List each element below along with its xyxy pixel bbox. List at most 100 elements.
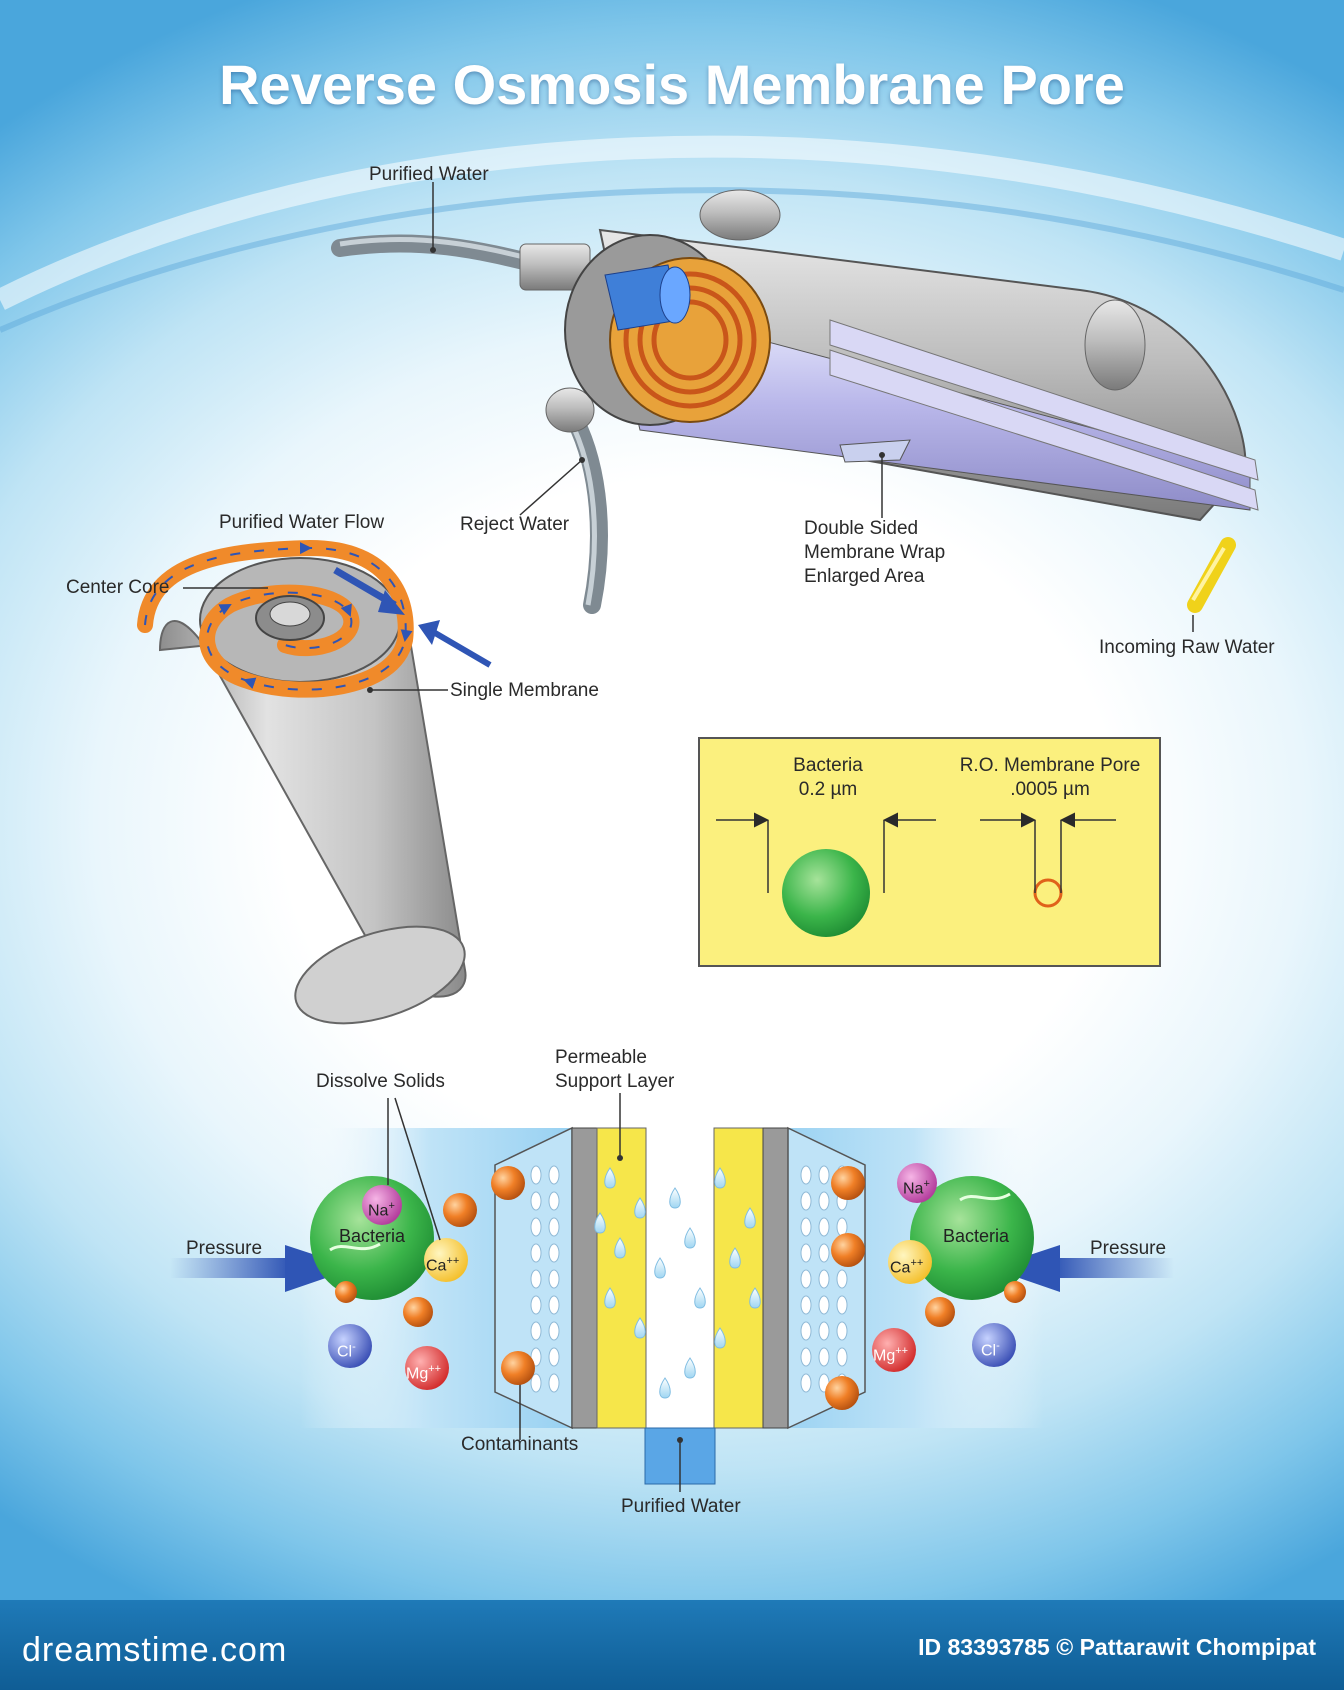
diagram-artwork	[0, 135, 1344, 1492]
pore	[818, 1217, 830, 1237]
water-droplet	[694, 1287, 706, 1309]
water-droplets	[594, 1167, 761, 1399]
membrane-layer	[829, 319, 1259, 481]
membrane-layer	[829, 349, 1259, 511]
leader-line	[519, 459, 583, 516]
cl-ion-left	[328, 1324, 372, 1368]
label-bacteria-size-title: Bacteria	[793, 755, 863, 776]
pore	[548, 1269, 560, 1289]
contaminants	[335, 1166, 1026, 1410]
pore	[530, 1321, 542, 1341]
pore	[818, 1269, 830, 1289]
pore	[530, 1243, 542, 1263]
label-incoming-raw-water: Incoming Raw Water	[1099, 637, 1275, 658]
pore	[548, 1295, 560, 1315]
pore	[818, 1321, 830, 1341]
purified-flow-arrows	[144, 542, 413, 691]
leader-dot	[367, 687, 373, 693]
raw-water-highlight	[1191, 546, 1226, 602]
pore	[800, 1269, 812, 1289]
inflow-arrow-head	[378, 590, 405, 615]
pore	[800, 1295, 812, 1315]
ca-ion-left	[424, 1238, 468, 1282]
pore	[530, 1191, 542, 1211]
enlarged-area-marker	[839, 439, 911, 463]
pore	[818, 1243, 830, 1263]
membrane-barrier-right	[762, 1127, 789, 1429]
spiral-membrane-rings	[623, 271, 757, 409]
label-permeable-line2: Support Layer	[555, 1071, 675, 1092]
label-pore-size-title: R.O. Membrane Pore	[959, 755, 1141, 776]
water-droplet	[594, 1212, 606, 1234]
label-na-right: Na+	[903, 1178, 930, 1198]
pore	[800, 1191, 812, 1211]
pore	[836, 1269, 848, 1289]
cl-ion-right	[972, 1323, 1016, 1367]
water-droplet	[744, 1207, 756, 1229]
pore	[800, 1373, 812, 1393]
label-cl-left: Cl-	[337, 1341, 356, 1361]
size-comparison-box	[698, 737, 1161, 967]
pore	[548, 1347, 560, 1367]
label-reject-water: Reject Water	[460, 514, 570, 535]
raw-water-stream	[1187, 537, 1236, 613]
label-center-core: Center Core	[66, 577, 170, 598]
inflow-arrow-head	[418, 620, 440, 645]
label-ca-left: Ca++	[426, 1255, 460, 1275]
pore	[818, 1347, 830, 1367]
na-ion-left	[362, 1185, 402, 1225]
membrane-roll-end	[294, 925, 466, 1025]
label-cl-right: Cl-	[981, 1340, 1000, 1360]
pressure-arrow-tail-right	[1054, 1258, 1174, 1278]
leader-line	[394, 1097, 441, 1241]
label-double-sided-line2: Membrane Wrap	[804, 542, 946, 563]
label-dissolve-solids: Dissolve Solids	[316, 1071, 445, 1092]
water-droplet	[604, 1287, 616, 1309]
footer-credit: ID 83393785 © Pattarawit Chompipat	[918, 1634, 1316, 1660]
label-bacteria-right: Bacteria	[942, 1226, 1010, 1246]
bacteria-texture	[959, 1192, 1011, 1202]
bacteria-particle-left	[310, 1176, 434, 1300]
water-droplet	[714, 1167, 726, 1189]
bacteria-particle-right	[910, 1176, 1034, 1300]
na-ion-right	[897, 1163, 937, 1203]
label-purified-water-bottom: Purified Water	[621, 1496, 741, 1517]
footer-bar: dreamstime.com ID 83393785 © Pattarawit …	[0, 1600, 1344, 1690]
label-purified-water-flow: Purified Water Flow	[219, 512, 385, 533]
water-droplet	[654, 1257, 666, 1279]
mg-ion-right	[872, 1328, 916, 1372]
pore-pattern-right	[800, 1165, 848, 1393]
purified-water-hose	[331, 234, 549, 274]
pore	[836, 1347, 848, 1367]
water-droplet	[684, 1357, 696, 1379]
leader-dot	[430, 247, 436, 253]
housing-ring	[1084, 299, 1146, 391]
label-bacteria-left: Bacteria	[338, 1226, 406, 1246]
pore	[800, 1217, 812, 1237]
label-double-sided-line1: Double Sided	[804, 518, 919, 539]
pore	[800, 1165, 812, 1185]
pore	[530, 1217, 542, 1237]
housing-ring	[699, 189, 781, 241]
pore	[800, 1321, 812, 1341]
water-droplet	[634, 1197, 646, 1219]
water-droplet	[749, 1287, 761, 1309]
reject-water-hose	[566, 411, 608, 614]
mg-ion-left	[405, 1346, 449, 1390]
water-droplet	[634, 1317, 646, 1339]
label-contaminants: Contaminants	[461, 1434, 579, 1455]
footer-brand[interactable]: dreamstime.com	[22, 1631, 288, 1669]
pore-pattern-left	[530, 1165, 560, 1393]
sky-swoosh	[0, 135, 1344, 310]
label-mg-left: Mg++	[406, 1363, 442, 1383]
pore	[548, 1243, 560, 1263]
pore	[818, 1295, 830, 1315]
purified-channel	[646, 1128, 714, 1428]
water-droplet	[604, 1167, 616, 1189]
pore	[836, 1321, 848, 1341]
leader-dot	[617, 1155, 623, 1161]
pore	[836, 1295, 848, 1315]
support-layer-left	[596, 1127, 647, 1429]
label-single-membrane: Single Membrane	[450, 680, 599, 701]
sky-swoosh	[0, 187, 1344, 333]
